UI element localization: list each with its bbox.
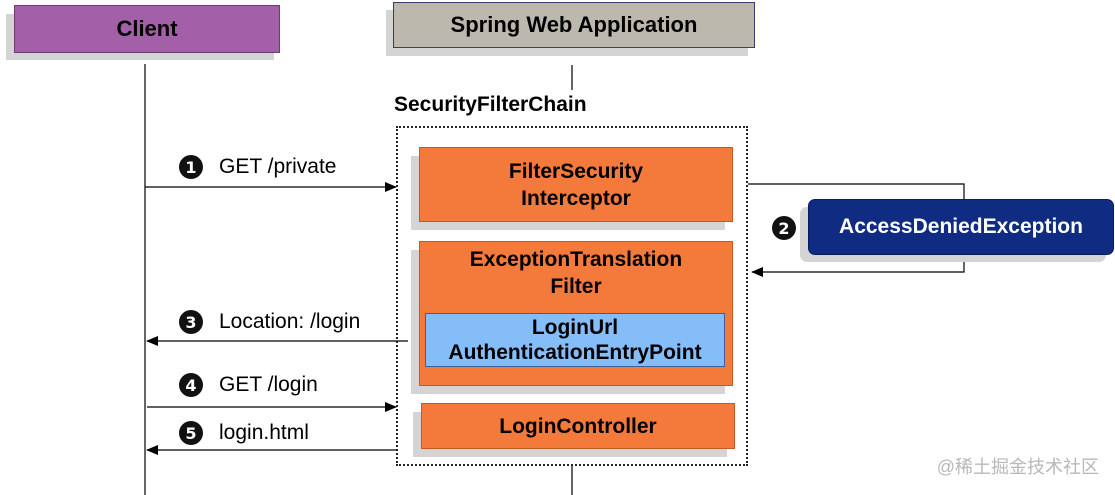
- fsi-line1: FilterSecurity: [508, 159, 644, 183]
- app-actor: Spring Web Application: [393, 2, 755, 48]
- step-5-message: login.html: [219, 421, 309, 444]
- step-3-message: Location: /login: [219, 310, 361, 333]
- step-1-message: GET /private: [219, 155, 337, 178]
- app-label: Spring Web Application: [450, 12, 698, 37]
- step-5-badge: 5: [179, 421, 203, 445]
- step-3-badge: 3: [179, 310, 203, 334]
- step-2-badge: 2: [772, 216, 796, 240]
- filter-security-interceptor: FilterSecurity Interceptor: [419, 147, 733, 222]
- chain-title: SecurityFilterChain: [394, 93, 587, 116]
- ep-line2: AuthenticationEntryPoint: [448, 341, 702, 364]
- access-denied-exception: AccessDeniedException: [808, 199, 1114, 255]
- client-actor: Client: [14, 5, 280, 53]
- login-controller: LoginController: [421, 403, 735, 449]
- ep-line1: LoginUrl: [531, 316, 619, 339]
- step-4-message: GET /login: [219, 373, 318, 396]
- login-controller-label: LoginController: [499, 414, 657, 438]
- security-filter-chain: [396, 126, 748, 466]
- step-4-badge: 4: [179, 373, 203, 397]
- login-url-authentication-entry-point: LoginUrl AuthenticationEntryPoint: [425, 313, 725, 367]
- step-1-badge: 1: [179, 155, 203, 179]
- etf-line2: Filter: [550, 275, 602, 298]
- client-label: Client: [116, 16, 178, 41]
- fsi-line2: Interceptor: [521, 186, 631, 210]
- access-denied-label: AccessDeniedException: [839, 215, 1083, 238]
- etf-line1: ExceptionTranslation: [469, 248, 683, 271]
- watermark: @稀土掘金技术社区: [936, 457, 1099, 477]
